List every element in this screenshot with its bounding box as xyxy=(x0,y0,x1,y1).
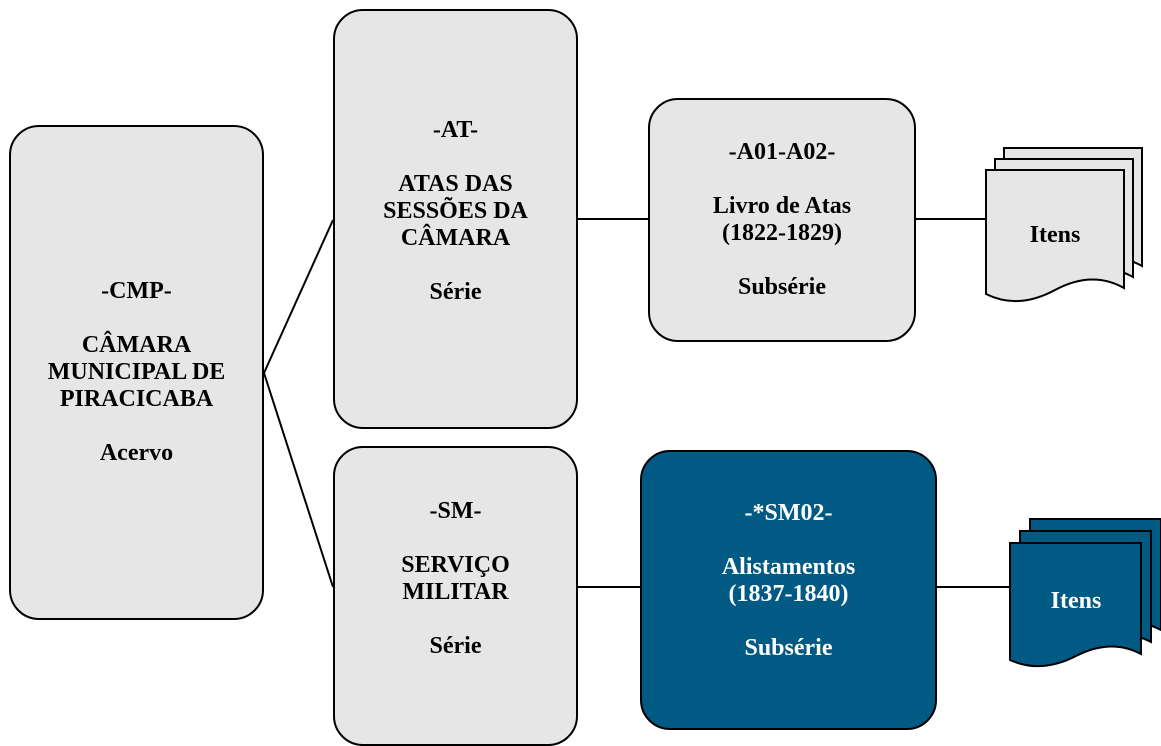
acervo-name-line: PIRACICABA xyxy=(59,386,214,412)
serie-at-name-line: ATAS DAS xyxy=(398,171,513,197)
acervo-level: Acervo xyxy=(99,440,174,466)
itens-top-label: Itens xyxy=(1029,222,1081,248)
connector-layer xyxy=(263,147,1161,668)
acervo-name-line: CÂMARA xyxy=(81,332,192,358)
acervo-name-line: MUNICIPAL DE xyxy=(47,359,226,385)
document-stack-icon-bottom xyxy=(1009,518,1161,668)
subserie-at-name-line: Livro de Atas xyxy=(712,193,852,219)
connector-acervo-to-sm xyxy=(263,372,334,588)
document-stack-icon-top xyxy=(985,147,1143,303)
serie-at-box: -AT- ATAS DAS SESSÕES DA CÂMARA Série xyxy=(333,9,578,429)
subserie-at-name-line: (1822-1829) xyxy=(722,220,842,246)
acervo-code: -CMP- xyxy=(101,278,172,304)
serie-at-code: -AT- xyxy=(432,117,479,143)
serie-sm-level: Série xyxy=(429,633,482,659)
serie-sm-code: -SM- xyxy=(429,498,482,524)
serie-sm-name-line: MILITAR xyxy=(402,579,509,605)
subserie-sm-name-line: (1837-1840) xyxy=(728,581,849,607)
connector-acervo-to-at xyxy=(263,219,334,374)
serie-at-name-line: CÂMARA xyxy=(400,225,511,251)
serie-at-level: Série xyxy=(429,279,482,305)
serie-sm-box: -SM- SERVIÇO MILITAR Série xyxy=(333,446,578,746)
subserie-sm-box: -*SM02- Alistamentos (1837-1840) Subséri… xyxy=(640,450,937,730)
subserie-sm-name-line: Alistamentos xyxy=(721,554,856,580)
subserie-at-code: -A01-A02- xyxy=(728,139,836,165)
serie-at-name-line: SESSÕES DA xyxy=(383,198,528,224)
subserie-sm-code: -*SM02- xyxy=(744,500,833,526)
subserie-at-box: -A01-A02- Livro de Atas (1822-1829) Subs… xyxy=(648,98,916,342)
acervo-box: -CMP- CÂMARA MUNICIPAL DE PIRACICABA Ace… xyxy=(9,125,264,620)
subserie-at-level: Subsérie xyxy=(737,274,826,300)
itens-bottom-label: Itens xyxy=(1050,588,1102,614)
serie-sm-name-line: SERVIÇO xyxy=(401,552,510,578)
subserie-sm-level: Subsérie xyxy=(744,635,833,661)
